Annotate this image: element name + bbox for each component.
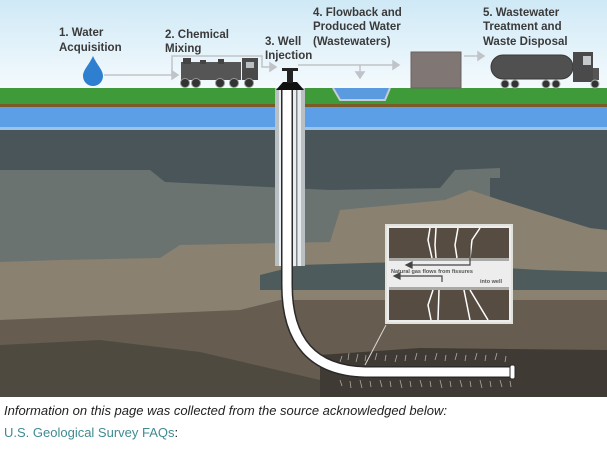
storage-tank-icon <box>410 51 462 89</box>
source-link[interactable]: U.S. Geological Survey FAQs <box>4 425 175 440</box>
step-3-label: 3. Well Injection <box>265 36 312 62</box>
step-1-label: 1. Water Acquisition <box>59 27 122 54</box>
step-label-line: 1. Water <box>59 27 104 39</box>
inset-pointer <box>364 324 387 366</box>
fracture-zone <box>339 352 512 389</box>
hydraulic-fracturing-diagram: 1. Water Acquisition 2. Chemical Mixing … <box>0 0 607 397</box>
source-line: U.S. Geological Survey FAQs: <box>4 425 178 440</box>
step-label-line: 4. Flowback and <box>313 7 402 19</box>
fissure-inset: Natural gas flows from fissures into wel… <box>385 224 513 324</box>
step-label-line: Produced Water <box>313 21 401 33</box>
step-label-line: Treatment and <box>483 21 562 33</box>
step-2-label: 2. Chemical Mixing <box>165 29 229 55</box>
inset-caption-line: Natural gas flows from fissures <box>391 269 473 275</box>
info-caption: Information on this page was collected f… <box>4 403 447 418</box>
pit-icon <box>332 87 391 101</box>
step-label-line: Mixing <box>165 43 201 55</box>
tanker-truck-icon <box>490 52 600 89</box>
step-label-line: (Wastewaters) <box>313 36 391 48</box>
step-label-line: Injection <box>265 50 312 62</box>
step-4-label: 4. Flowback and Produced Water (Wastewat… <box>313 7 402 48</box>
source-suffix: : <box>174 425 179 440</box>
mixing-truck-icon <box>180 58 258 88</box>
flow-arrow <box>171 55 278 75</box>
step-label-line: 5. Wastewater <box>483 7 560 19</box>
water-drop-icon <box>83 56 103 86</box>
flow-arrow <box>464 50 486 62</box>
well-bore <box>275 88 516 380</box>
flow-arrow <box>298 59 401 80</box>
step-5-label: 5. Wastewater Treatment and Waste Dispos… <box>483 7 568 48</box>
inset-caption-line: into well <box>480 279 502 285</box>
step-label-line: Acquisition <box>59 42 122 54</box>
step-label-line: 2. Chemical <box>165 29 229 41</box>
step-label-line: 3. Well <box>265 36 301 48</box>
wellhead-icon <box>276 68 304 90</box>
step-label-line: Waste Disposal <box>483 36 568 48</box>
